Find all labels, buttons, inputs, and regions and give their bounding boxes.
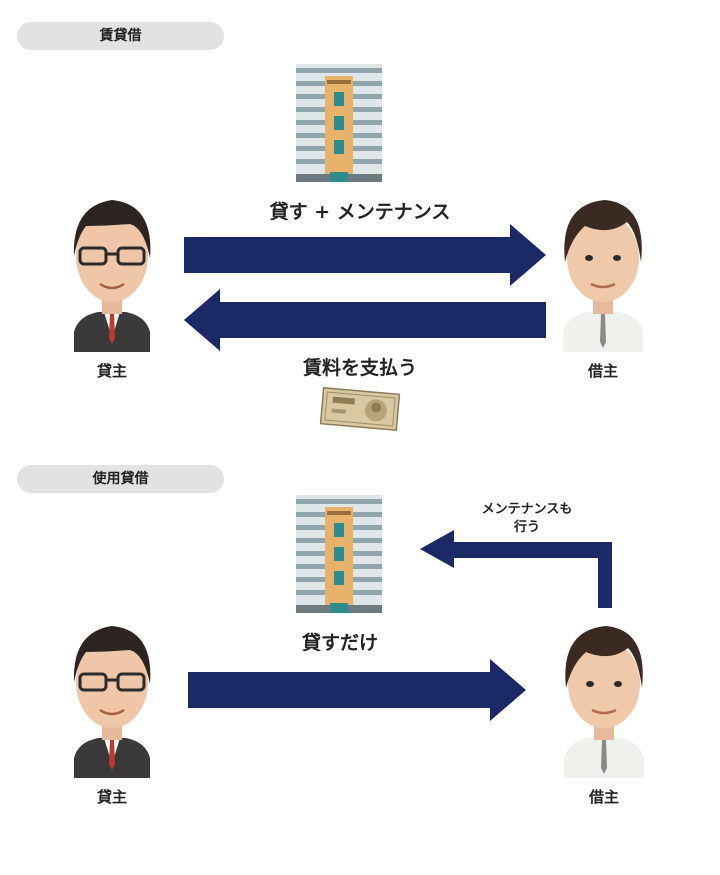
- arrow-left-rent: [184, 289, 546, 351]
- borrower-label: 借主: [587, 362, 618, 380]
- arrow-label-lend-only: 貸すだけ: [301, 632, 378, 654]
- section-label-rental: 賃貸借: [17, 22, 224, 50]
- borrower-person-icon: [563, 200, 643, 352]
- building-icon: [296, 64, 382, 182]
- arrow-label-lend-maintenance: 貸す + メンテナンス: [269, 201, 451, 223]
- building-icon: [296, 495, 382, 613]
- borrower-person-icon: [564, 626, 644, 778]
- lender-label: 貸主: [96, 788, 127, 806]
- arrow-elbow-maintenance: [420, 530, 612, 608]
- arrow-right-lend: [184, 224, 546, 286]
- banknote-icon: [319, 386, 401, 432]
- lender-person-icon: [73, 200, 151, 352]
- arrow-label-pay-rent: 賃料を支払う: [302, 357, 417, 379]
- lender-person-icon: [73, 626, 151, 778]
- lender-label: 貸主: [96, 362, 127, 380]
- maintenance-label-line1: メンテナンスも: [481, 502, 573, 517]
- section-label-loan-for-use: 使用貸借: [17, 465, 224, 493]
- borrower-label: 借主: [588, 788, 619, 806]
- maintenance-label-line2: 行う: [513, 520, 540, 535]
- arrow-right-lend-only: [188, 659, 526, 721]
